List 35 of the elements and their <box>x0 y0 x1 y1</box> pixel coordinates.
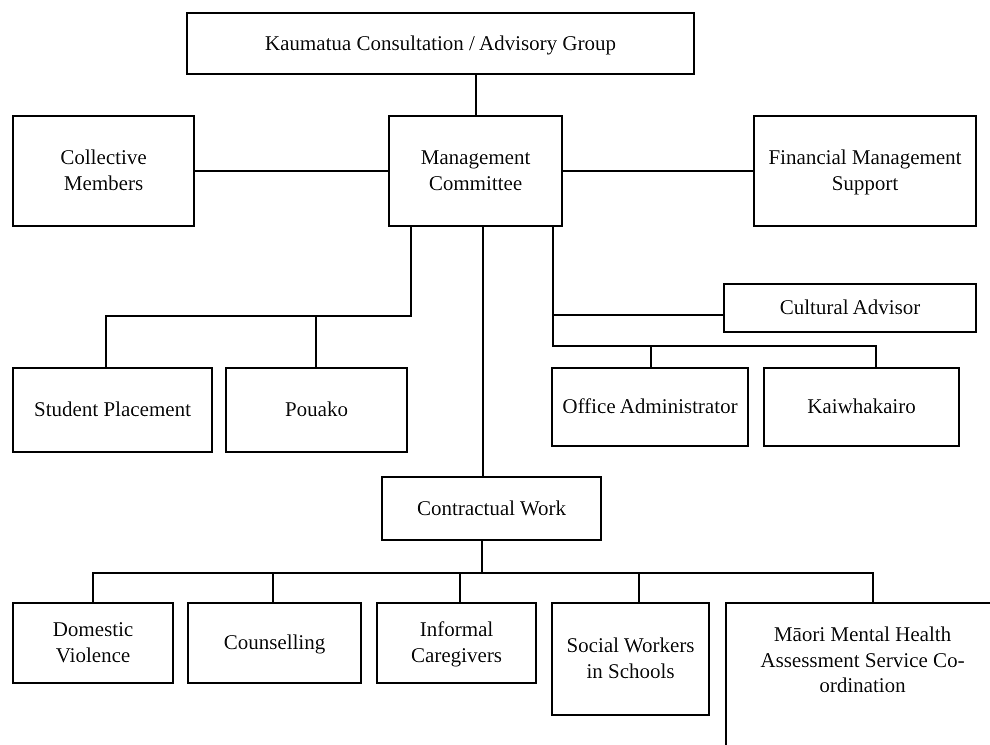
org-box <box>388 115 563 227</box>
box-label: Financial Management Support <box>767 145 963 197</box>
org-box <box>187 602 362 684</box>
connector-line <box>482 227 484 476</box>
box-label: Domestic Violence <box>52 617 134 669</box>
connector-line <box>475 75 477 115</box>
org-box <box>376 602 537 684</box>
org-box <box>551 602 710 716</box>
box-label: Social Workers in Schools <box>566 633 696 685</box>
box-label: Pouako <box>285 397 348 423</box>
box-label: Student Placement <box>34 397 191 423</box>
connector-line <box>315 227 412 367</box>
box-label: Māori Mental Health Assessment Service Co-ordination <box>759 622 966 699</box>
box-label: Collective Members <box>59 145 148 197</box>
connector-line <box>563 170 753 172</box>
box-label: Contractual Work <box>417 496 566 522</box>
connector-line <box>195 170 388 172</box>
org-box <box>381 476 602 541</box>
org-box <box>186 12 695 75</box>
org-box <box>12 115 195 227</box>
org-box <box>723 283 977 333</box>
org-box <box>225 367 408 453</box>
box-label: Office Administrator <box>562 394 738 420</box>
box-label: Management Committee <box>420 145 532 197</box>
box-label: Counselling <box>224 630 326 656</box>
org-box <box>551 367 749 447</box>
org-box <box>763 367 960 447</box>
box-label: Cultural Advisor <box>780 295 920 321</box>
org-box <box>753 115 977 227</box>
box-label: Kaumatua Consultation / Advisory Group <box>264 30 616 56</box>
org-box <box>12 602 174 684</box>
box-label: Informal Caregivers <box>410 617 503 669</box>
org-box <box>12 367 213 453</box>
box-label: Kaiwhakairo <box>807 394 916 420</box>
org-box <box>725 602 990 745</box>
